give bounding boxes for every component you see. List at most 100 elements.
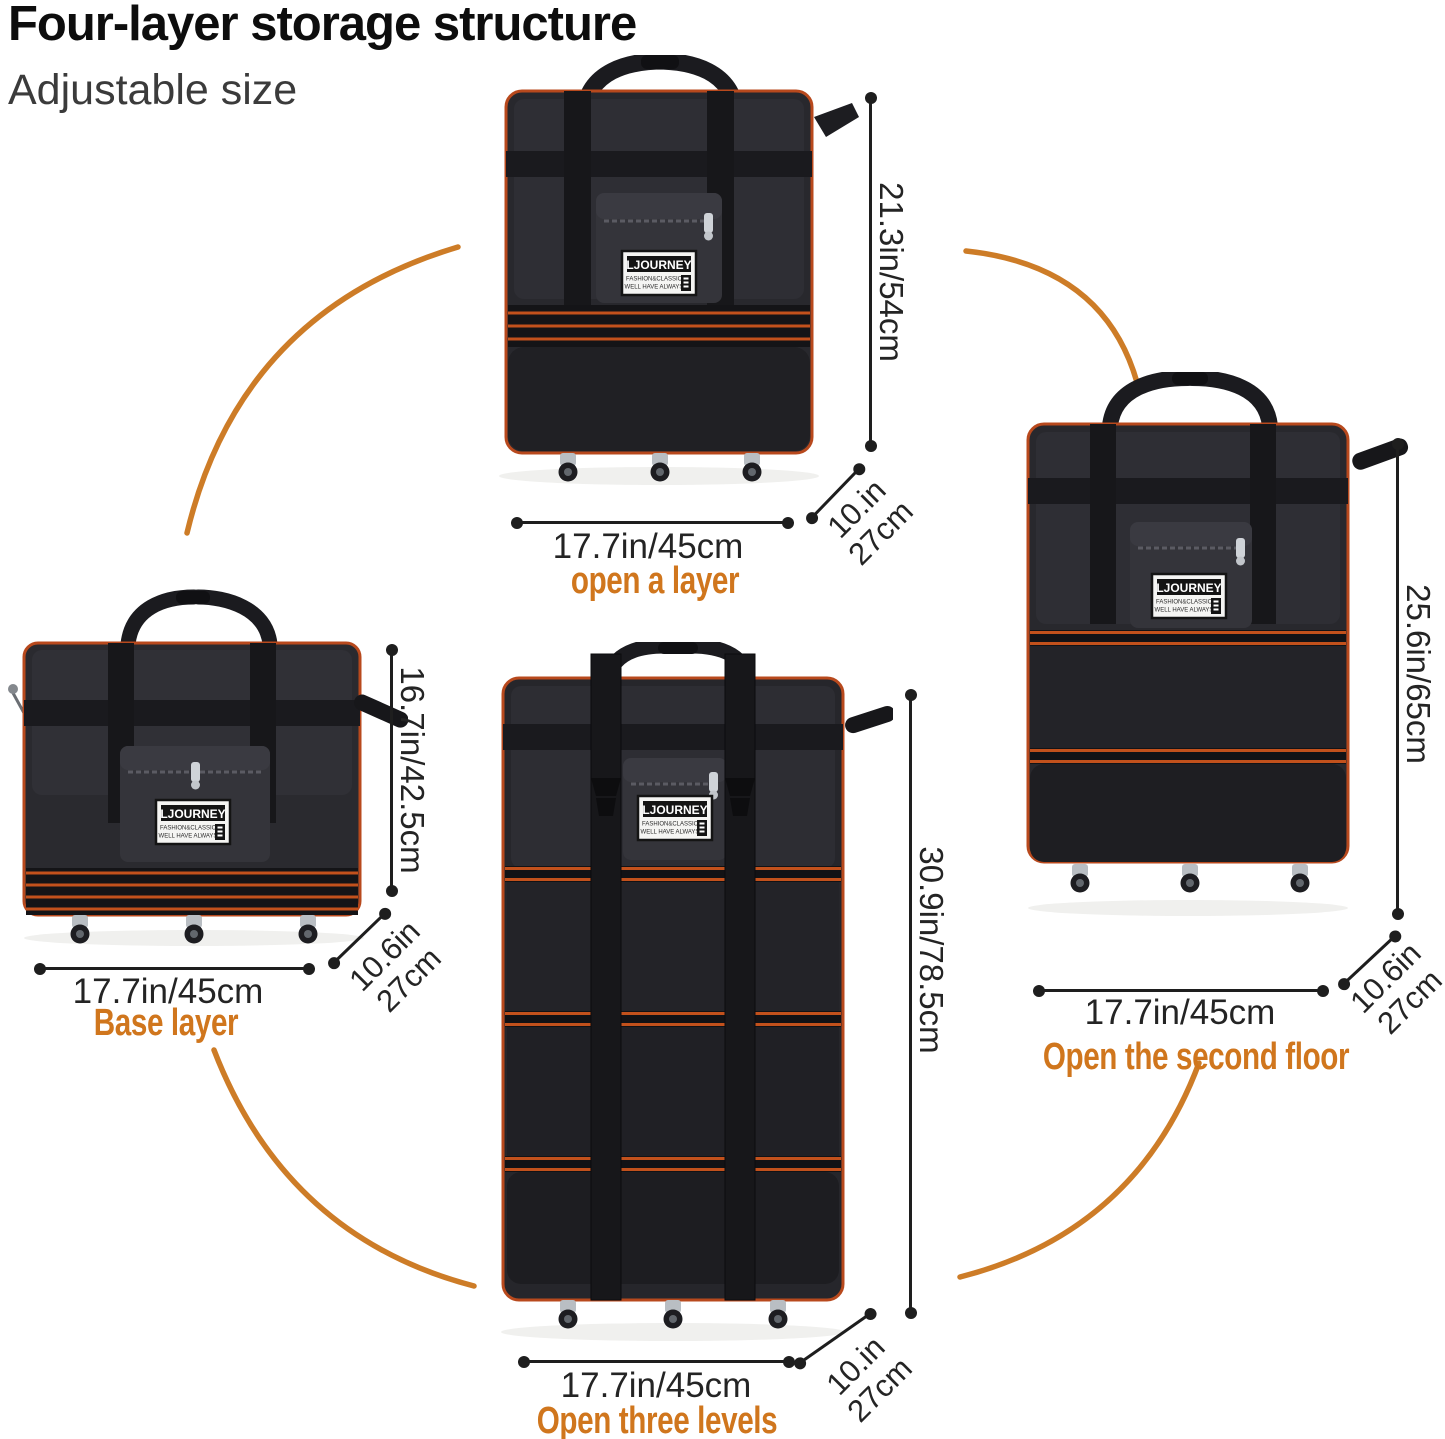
- bag-layer-3: [507, 1027, 839, 1156]
- brand-patch: LJOURNEY FASHION&CLASSIC WELL HAVE ALWAY…: [620, 249, 698, 297]
- bag-expansion-zipper-1: [505, 866, 841, 882]
- brand-name: LJOURNEY: [642, 803, 707, 817]
- bag-shadow: [499, 467, 819, 485]
- wheel: [298, 915, 318, 944]
- brand-tagline-2: WELL HAVE ALWAYS: [1155, 608, 1214, 614]
- bag-vertical-strap-right: [724, 653, 756, 1301]
- page-subtitle: Adjustable size: [8, 66, 298, 114]
- bag-body: [504, 89, 814, 455]
- wheel: [742, 453, 762, 482]
- brand-tagline-1: FASHION&CLASSIC: [626, 277, 683, 283]
- bag-front-panel: [1036, 432, 1340, 624]
- bag-layer-4: [507, 1172, 839, 1284]
- wheel: [768, 1300, 788, 1329]
- bag-front-panel-ghost: [32, 650, 352, 795]
- bag-base-layer-illustration: LJOURNEY FASHION&CLASSIC WELL HAVE ALWAY…: [8, 589, 408, 946]
- height-dimension-line-open-a-layer: [864, 92, 877, 452]
- width-dimension-line-open-second-floor: [1033, 984, 1329, 997]
- brand-patch: LJOURNEY FASHION&CLASSIC WELL HAVE ALWAY…: [1150, 572, 1228, 620]
- cycle-arc-bottom-left: [211, 1047, 477, 1289]
- bag-handles: [120, 589, 278, 652]
- bag-front-pocket: [1130, 522, 1252, 628]
- bag-front-pocket: [623, 758, 727, 860]
- wheel: [70, 915, 90, 944]
- bag-bottom-section: [1030, 764, 1346, 862]
- bag-strap-left: [108, 643, 134, 823]
- brand-patch: LJOURNEY FASHION&CLASSIC WELL HAVE ALWAY…: [636, 794, 714, 842]
- wheel: [558, 453, 578, 482]
- wheel: [663, 1300, 683, 1329]
- bag-webbing-band: [503, 724, 843, 750]
- bag-bottom-section: [508, 347, 810, 451]
- width-dimension-line-open-a-layer: [511, 516, 794, 529]
- bag-expansion-zippers: [508, 305, 810, 347]
- bag-front-pocket: [596, 193, 722, 303]
- bag-shadow: [1028, 900, 1348, 916]
- width-dimension-label-base-layer: 17.7in/45cm: [72, 972, 264, 1011]
- bag-middle-section: [1030, 646, 1346, 748]
- buckle-icon: [725, 778, 755, 816]
- bag-webbing-band: [1028, 478, 1348, 504]
- brand-name: LJOURNEY: [160, 807, 225, 821]
- bag-strap-right: [250, 643, 276, 823]
- bag-front-panel: [511, 686, 835, 868]
- bag-expansion-zipper-2: [505, 1011, 841, 1027]
- bag-front-panel: [32, 650, 352, 795]
- brand-tagline-1: FASHION&CLASSIC: [1156, 600, 1213, 606]
- width-dimension-label-open-three-levels: 17.7in/45cm: [560, 1366, 752, 1405]
- bag-expansion-zipper-3: [505, 1156, 841, 1172]
- caption-base-layer: Base layer: [93, 1002, 239, 1044]
- brand-tagline-2: WELL HAVE ALWAYS: [159, 834, 218, 840]
- bag-open-three-levels-illustration: LJOURNEY FASHION&CLASSIC WELL HAVE ALWAY…: [501, 642, 893, 1341]
- width-dimension-label-open-a-layer: 17.7in/45cm: [552, 527, 744, 566]
- brand-name: LJOURNEY: [626, 258, 691, 272]
- caption-open-a-layer: open a layer: [570, 560, 740, 602]
- cycle-arc-top-left: [184, 244, 461, 536]
- caption-open-three-levels: Open three levels: [536, 1400, 778, 1439]
- bag-shoulder-clip: [8, 684, 26, 714]
- brand-tagline-2: WELL HAVE ALWAYS: [641, 830, 700, 836]
- bag-expansion-zipper-2: [1030, 748, 1346, 764]
- bag-handles: [575, 55, 745, 122]
- wheel: [184, 915, 204, 944]
- zipper-pull-icon: [709, 772, 718, 792]
- bag-collapsed-layers: [26, 868, 358, 915]
- brand-tagline-1: FASHION&CLASSIC: [642, 822, 699, 828]
- width-dimension-line-base-layer: [34, 962, 315, 975]
- bag-webbing-band: [24, 700, 360, 726]
- bag-front-pocket: [120, 746, 270, 862]
- height-dimension-line-open-three-levels: [904, 689, 917, 1319]
- bag-handles: [600, 642, 756, 688]
- brand-name: LJOURNEY: [1156, 581, 1221, 595]
- wheel: [650, 453, 670, 482]
- bag-open-second-floor-illustration: LJOURNEY FASHION&CLASSIC WELL HAVE ALWAY…: [1026, 372, 1409, 916]
- cycle-arc-top-right: [963, 248, 1141, 389]
- bag-vertical-strap-left: [590, 653, 622, 1301]
- page-title: Four-layer storage structure: [8, 0, 637, 51]
- zipper-pull-icon: [704, 213, 713, 233]
- bag-strap-right: [707, 91, 734, 317]
- brand-tagline-2: WELL HAVE ALWAYS: [625, 285, 684, 291]
- height-dimension-line-open-second-floor: [1391, 438, 1404, 920]
- bag-body: [501, 676, 845, 1302]
- width-dimension-line-open-three-levels: [518, 1355, 795, 1368]
- buckle-icon: [591, 778, 621, 816]
- bag-strap-right: [1250, 424, 1276, 624]
- bag-handles: [1102, 372, 1278, 434]
- zipper-pull-icon: [1236, 538, 1245, 558]
- caption-open-second-floor: Open the second floor: [1042, 1036, 1350, 1078]
- width-dimension-label-open-second-floor: 17.7in/45cm: [1084, 993, 1276, 1032]
- bag-open-a-layer-illustration: LJOURNEY FASHION&CLASSIC WELL HAVE ALWAY…: [499, 55, 859, 485]
- bag-body: [1026, 422, 1350, 864]
- bag-strap-left: [564, 91, 591, 317]
- bag-body: [22, 641, 362, 917]
- bag-layer-2: [507, 882, 839, 1011]
- wheel: [558, 1300, 578, 1329]
- bag-shadow: [501, 1323, 845, 1341]
- wheel: [1180, 864, 1200, 893]
- wheel: [1070, 864, 1090, 893]
- bag-strap-left: [1090, 424, 1116, 624]
- brand-tagline-1: FASHION&CLASSIC: [160, 826, 217, 832]
